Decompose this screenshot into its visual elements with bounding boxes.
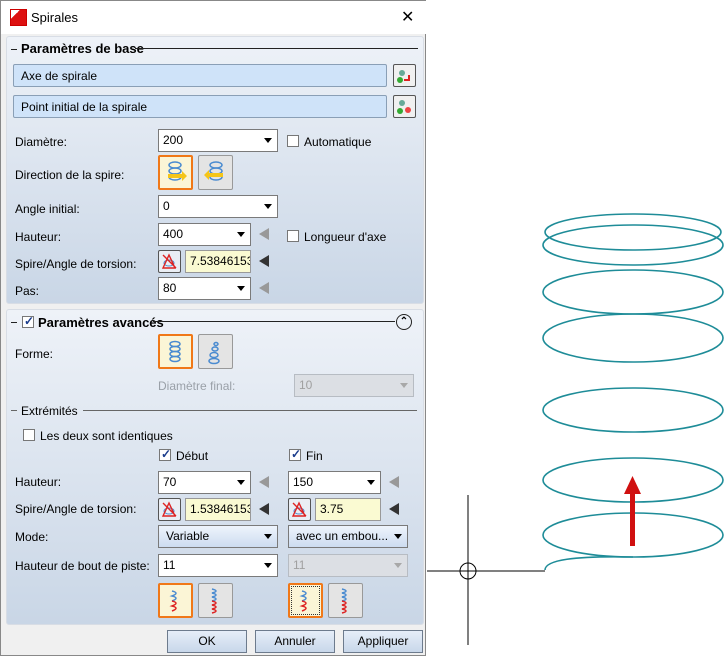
end-height-value: 150: [293, 475, 314, 489]
end-label: Fin: [306, 449, 323, 463]
pitch-combo[interactable]: 80: [158, 277, 251, 300]
height-value: 400: [163, 227, 184, 241]
identical-label: Les deux sont identiques: [40, 429, 173, 443]
advanced-parameters-header: Paramètres avancés: [38, 315, 164, 330]
end-turns-label: Spire/Angle de torsion:: [15, 502, 137, 516]
final-diameter-label: Diamètre final:: [158, 379, 236, 393]
height-combo[interactable]: 400: [158, 223, 251, 246]
app-icon: [10, 9, 27, 26]
start-mode-value: Variable: [166, 529, 210, 543]
start-turns-mode-icon[interactable]: [158, 498, 181, 521]
start-height-value: 70: [163, 475, 177, 489]
pitch-label: Pas:: [15, 284, 40, 298]
apply-button[interactable]: Appliquer: [343, 630, 423, 653]
end-turns-mode-icon[interactable]: [288, 498, 311, 521]
end-mode-value: avec un embou...: [296, 529, 389, 543]
end-turns-lock-icon[interactable]: [389, 503, 399, 515]
start-turns-field[interactable]: 1.538461538: [185, 498, 251, 521]
initial-angle-value: 0: [163, 199, 170, 213]
cylindrical-shape-button[interactable]: [158, 334, 193, 369]
end-track-end-combo[interactable]: 11: [288, 554, 408, 577]
identical-checkbox[interactable]: [23, 429, 35, 441]
spiral-start-point-field[interactable]: Point initial de la spirale: [13, 95, 387, 118]
cancel-button[interactable]: Annuler: [255, 630, 335, 653]
end-height-combo[interactable]: 150: [288, 471, 381, 494]
title-bar: Spirales ✕: [1, 1, 427, 34]
start-track-value: 11: [163, 558, 176, 572]
ends-header: Extrémités: [21, 404, 78, 418]
axis-length-label: Longueur d'axe: [304, 230, 387, 244]
spirales-dialog: Spirales ✕ Paramètres de base Axe de spi…: [0, 0, 426, 656]
window-title: Spirales: [31, 10, 78, 25]
final-diameter-value: 10: [299, 378, 313, 392]
select-point-icon[interactable]: [393, 95, 416, 118]
automatic-label: Automatique: [304, 135, 372, 149]
end-height-lock-icon[interactable]: [389, 476, 399, 488]
start-height-lock-icon[interactable]: [259, 476, 269, 488]
end-turns-field[interactable]: 3.75: [315, 498, 381, 521]
start-height-combo[interactable]: 70: [158, 471, 251, 494]
diameter-value: 200: [163, 133, 184, 147]
start-checkbox[interactable]: [159, 447, 171, 461]
collapse-icon[interactable]: ⌃: [396, 314, 412, 330]
close-button[interactable]: ✕: [401, 9, 415, 26]
end-mode-combo[interactable]: avec un embou...: [288, 525, 408, 548]
start-track-end-combo[interactable]: 11: [158, 554, 278, 577]
turns-mode-icon[interactable]: [158, 250, 181, 273]
height-label: Hauteur:: [15, 230, 62, 244]
start-label: Début: [176, 449, 209, 463]
initial-angle-label: Angle initial:: [15, 202, 80, 216]
end-end-style-2-button[interactable]: [328, 583, 363, 618]
track-end-height-label: Hauteur de bout de piste:: [15, 559, 150, 573]
advanced-parameters-checkbox[interactable]: [22, 314, 34, 328]
diameter-combo[interactable]: 200: [158, 129, 278, 152]
select-axis-icon[interactable]: [393, 64, 416, 87]
mode-label: Mode:: [15, 530, 49, 544]
turns-lock-icon[interactable]: [259, 255, 269, 267]
turns-label: Spire/Angle de torsion:: [15, 257, 137, 271]
right-hand-direction-button[interactable]: [158, 155, 193, 190]
final-diameter-combo[interactable]: 10: [294, 374, 414, 397]
initial-angle-combo[interactable]: 0: [158, 195, 278, 218]
automatic-checkbox[interactable]: [287, 135, 299, 147]
start-end-style-1-button[interactable]: [158, 583, 193, 618]
end-checkbox[interactable]: [289, 447, 301, 461]
ok-button[interactable]: OK: [167, 630, 247, 653]
height-lock-icon[interactable]: [259, 228, 269, 240]
start-mode-combo[interactable]: Variable: [158, 525, 278, 548]
end-track-value: 11: [293, 558, 306, 572]
start-turns-lock-icon[interactable]: [259, 503, 269, 515]
left-hand-direction-button[interactable]: [198, 155, 233, 190]
direction-arrow: [624, 476, 641, 546]
direction-label: Direction de la spire:: [15, 168, 125, 182]
shape-label: Forme:: [15, 347, 54, 361]
diameter-label: Diamètre:: [15, 135, 68, 149]
end-end-style-1-button[interactable]: [288, 583, 323, 618]
basic-parameters-header: Paramètres de base: [21, 41, 144, 56]
spiral-axis-field[interactable]: Axe de spirale: [13, 64, 387, 87]
spiral-curve: [542, 213, 724, 571]
pitch-value: 80: [163, 281, 177, 295]
turns-field[interactable]: 7.538461538: [185, 250, 251, 273]
end-height-label: Hauteur:: [15, 475, 62, 489]
pitch-lock-icon[interactable]: [259, 282, 269, 294]
origin-crosshair: [427, 495, 545, 645]
axis-length-checkbox[interactable]: [287, 230, 299, 242]
conical-shape-button[interactable]: [198, 334, 233, 369]
start-end-style-2-button[interactable]: [198, 583, 233, 618]
